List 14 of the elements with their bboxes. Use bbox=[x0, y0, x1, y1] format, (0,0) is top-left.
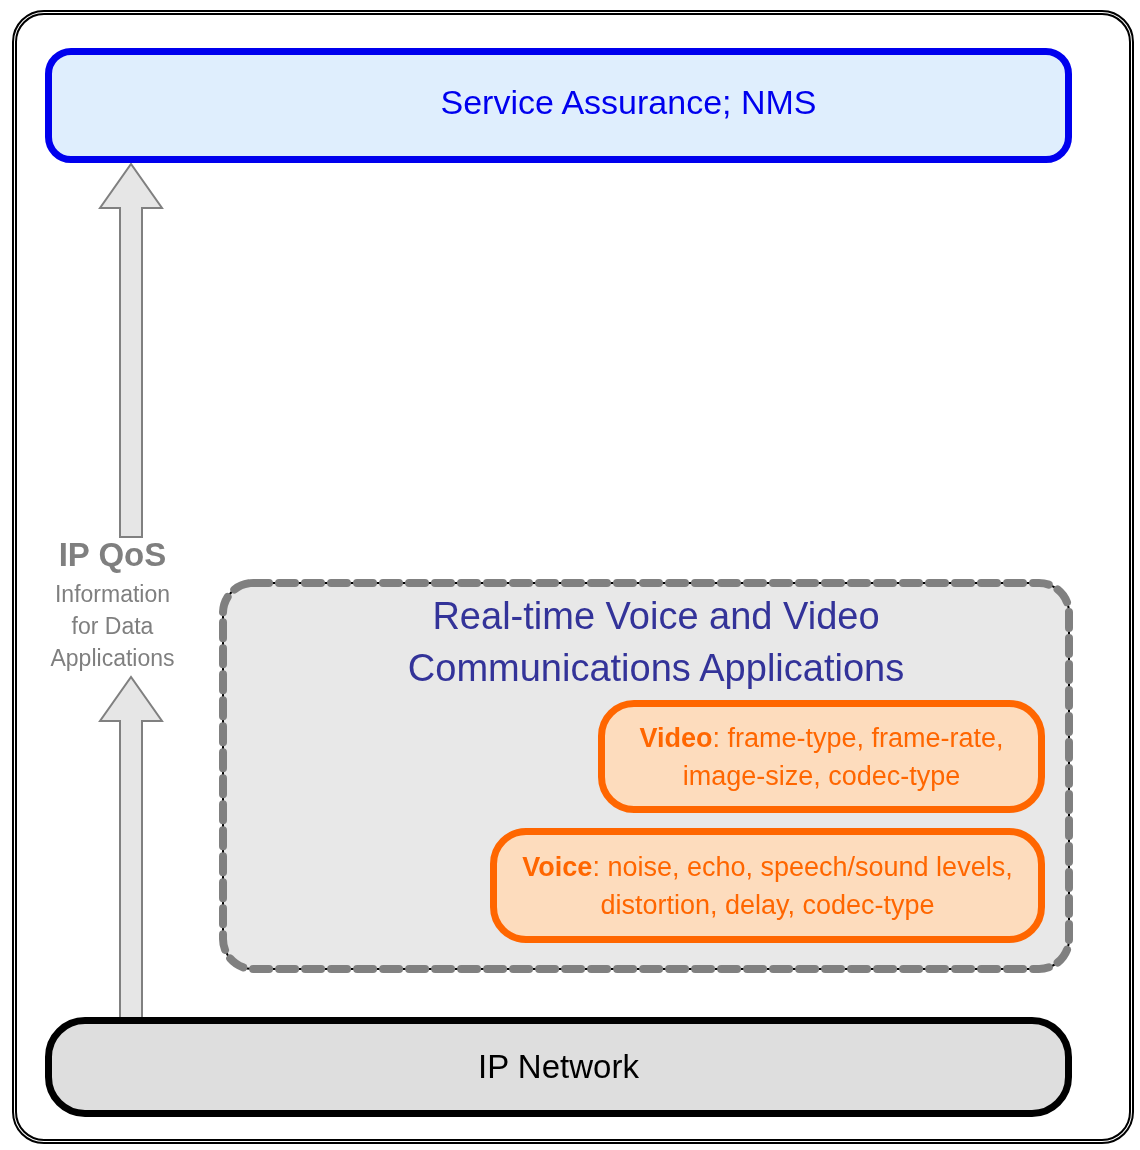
flow-label: IP QoS bbox=[58, 536, 167, 574]
parameter-box bbox=[490, 828, 1045, 943]
network-box bbox=[45, 1017, 1072, 1117]
system-box bbox=[45, 48, 1072, 163]
flow-description: Information for Data Applications bbox=[49, 580, 176, 673]
box-title: IP Network bbox=[478, 1048, 639, 1086]
dashed-group-container bbox=[220, 580, 1072, 972]
group-title: Real-time Voice and Video Communications Applications bbox=[406, 594, 906, 691]
parameter-text: Voice: noise, echo, speech/sound levels, distortion, delay, codec-type bbox=[521, 850, 1014, 922]
parameter-text: Video: frame-type, frame-rate, image-size, codec-type bbox=[638, 721, 1005, 793]
parameter-box bbox=[598, 700, 1045, 813]
block-arrow bbox=[98, 162, 164, 538]
block-arrow bbox=[98, 675, 164, 1019]
box-title: Service Assurance; NMS bbox=[440, 83, 817, 122]
